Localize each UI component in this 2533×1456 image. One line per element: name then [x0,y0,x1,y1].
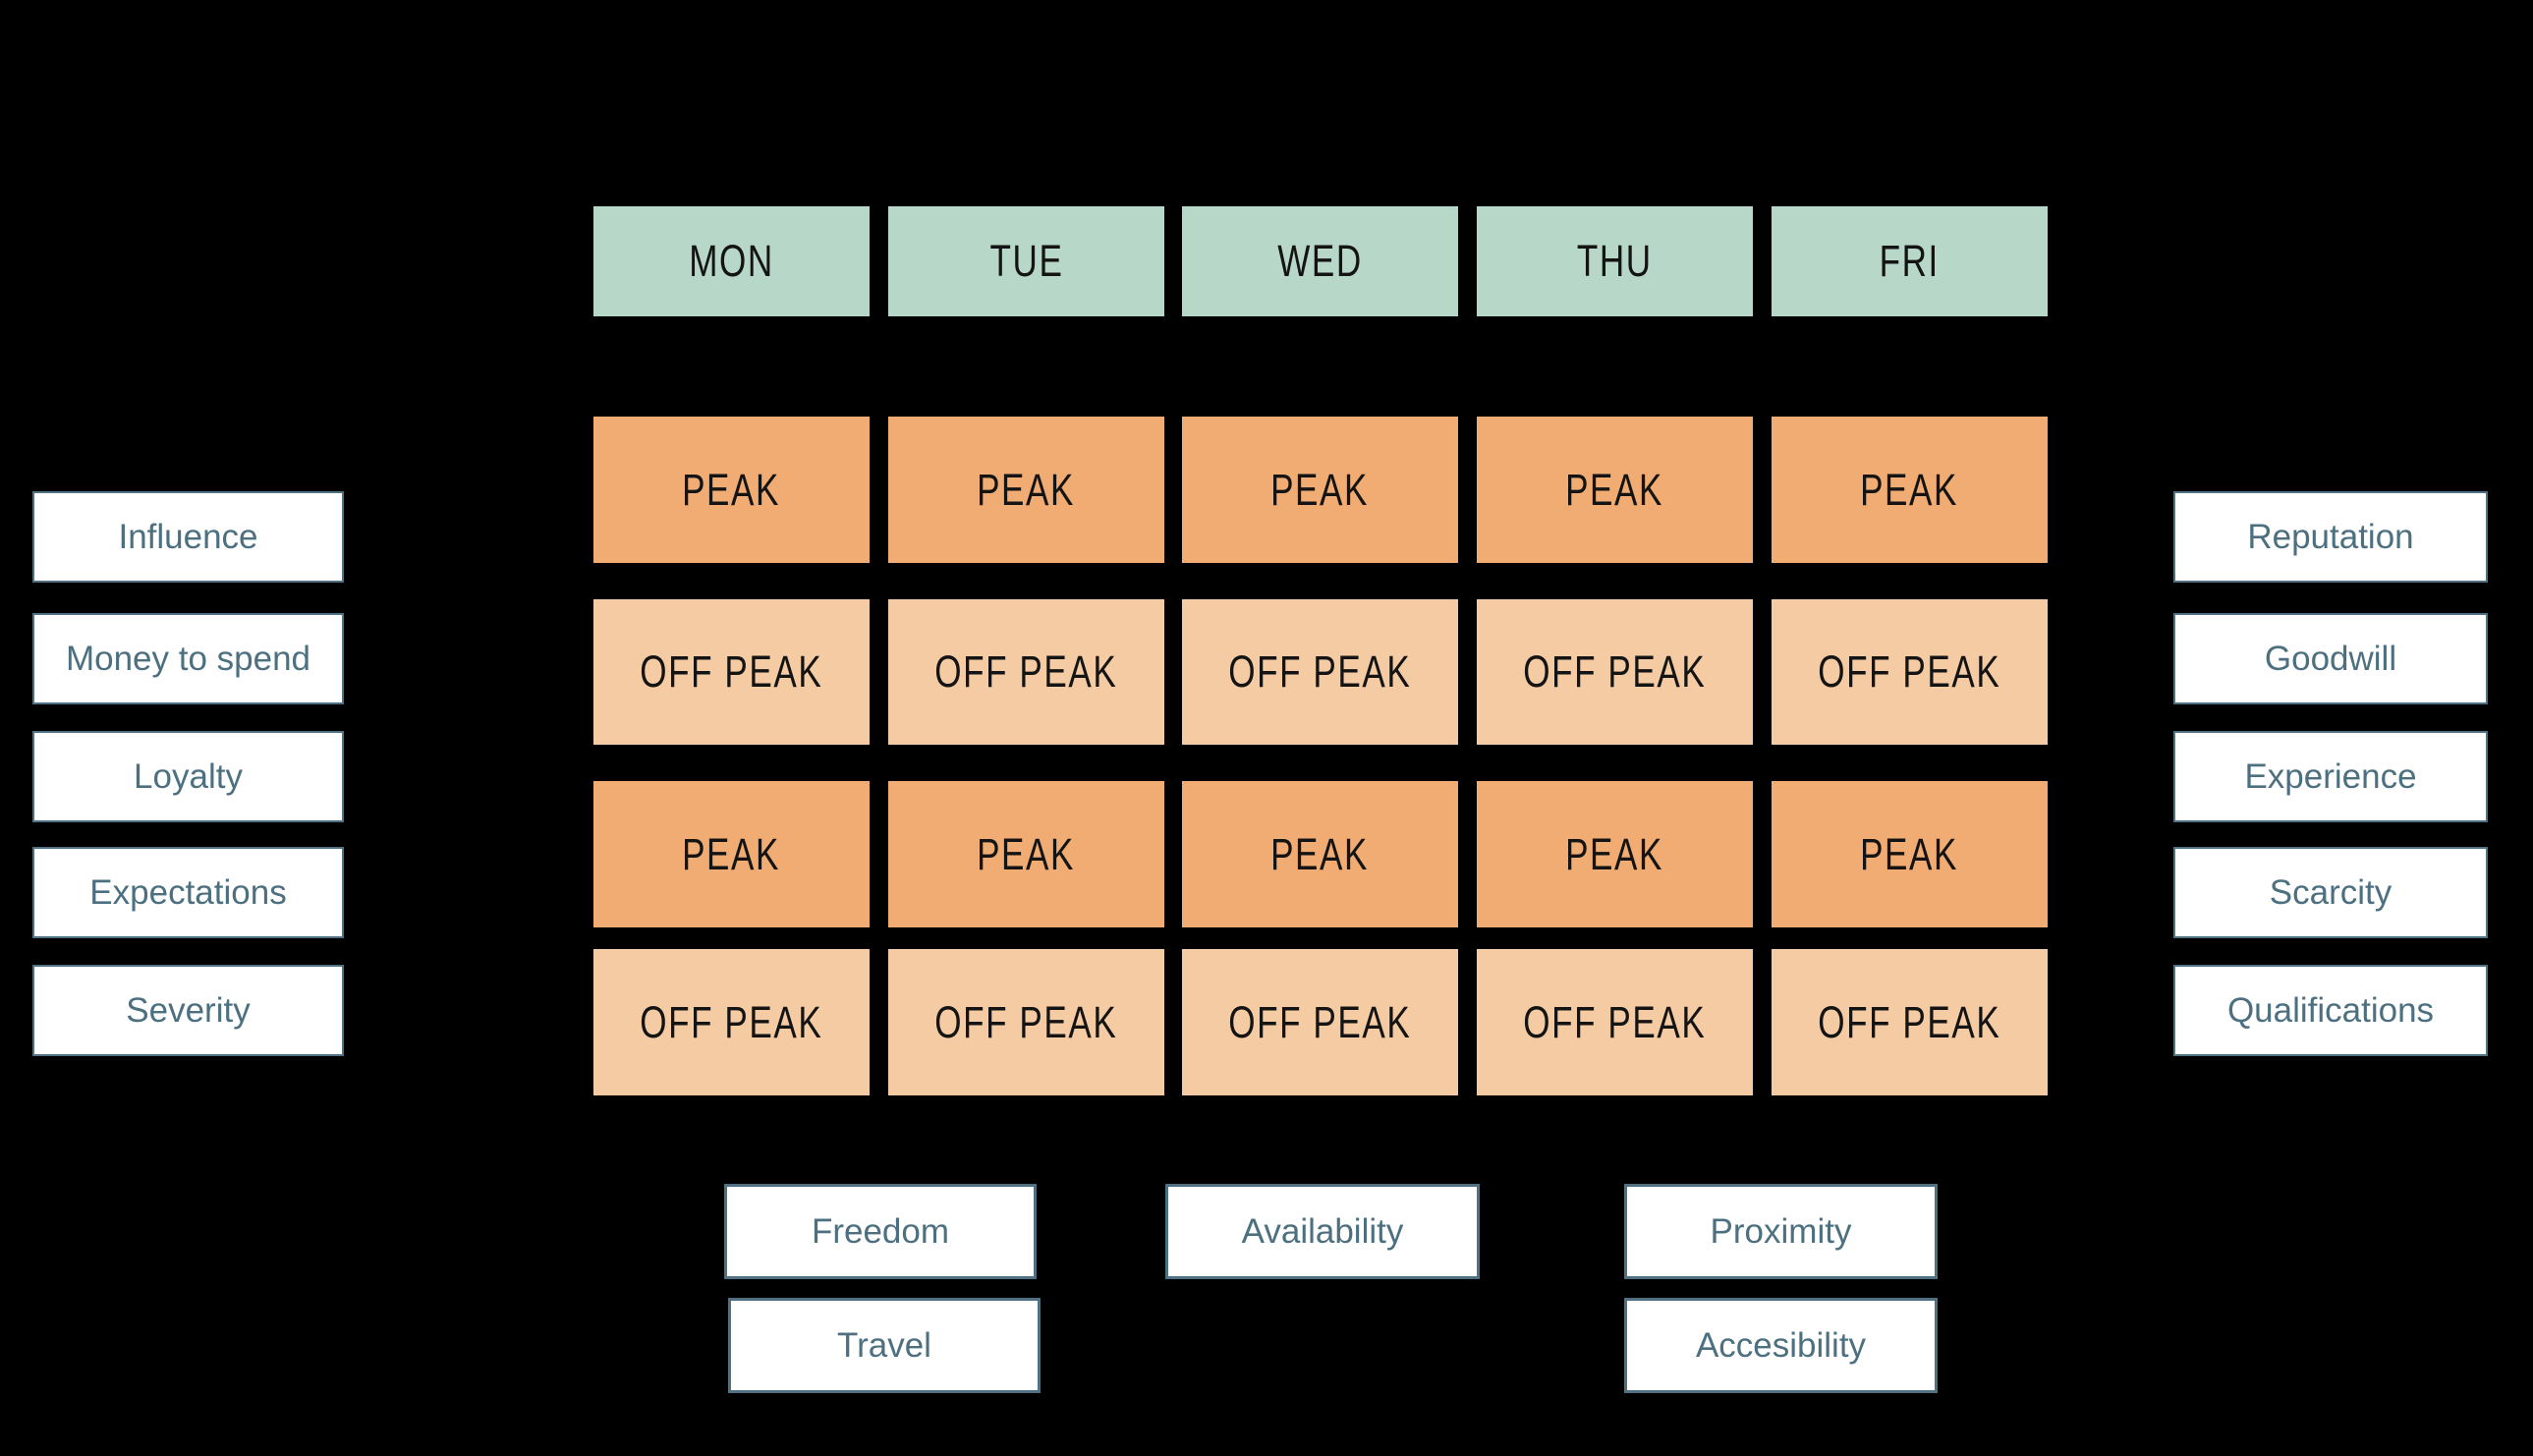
factor-label: Travel [837,1325,931,1365]
peak-cell-label: PEAK [977,464,1076,515]
factor-proximity: Proximity [1624,1184,1938,1279]
peak-cell: PEAK [593,781,870,927]
peak-cell-label: PEAK [1270,464,1370,515]
off-peak-cell-label: OFF PEAK [640,646,823,697]
day-header-label: TUE [989,236,1063,286]
factor-experience: Experience [2173,731,2488,822]
factor-freedom: Freedom [724,1184,1037,1279]
off-peak-cell: OFF PEAK [1772,949,2048,1095]
off-peak-cell: OFF PEAK [888,599,1164,745]
peak-cell-label: PEAK [682,464,781,515]
peak-cell: PEAK [1477,417,1753,563]
off-peak-cell: OFF PEAK [1477,949,1753,1095]
off-peak-cell: OFF PEAK [1477,599,1753,745]
day-header-thu: THU [1477,206,1753,316]
off-peak-cell-label: OFF PEAK [1228,646,1412,697]
day-header-label: MON [689,236,774,286]
factor-label: Expectations [89,872,287,912]
day-header-label: FRI [1879,236,1941,286]
day-header-label: WED [1277,236,1363,286]
factor-label: Goodwill [2264,639,2397,678]
off-peak-cell-label: OFF PEAK [1818,646,2001,697]
off-peak-cell: OFF PEAK [1182,949,1458,1095]
factor-label: Scarcity [2269,872,2392,912]
factor-label: Reputation [2247,517,2414,556]
factor-label: Money to spend [65,639,311,678]
peak-cell: PEAK [1772,781,2048,927]
peak-cell: PEAK [1477,781,1753,927]
off-peak-cell-label: OFF PEAK [1523,996,1707,1047]
factor-label: Loyalty [134,756,243,796]
peak-cell: PEAK [888,781,1164,927]
off-peak-cell: OFF PEAK [593,599,870,745]
peak-cell-label: PEAK [977,828,1076,879]
day-header-mon: MON [593,206,870,316]
factor-influence: Influence [32,491,344,583]
factor-availability: Availability [1165,1184,1480,1279]
factor-label: Freedom [811,1211,950,1251]
off-peak-cell: OFF PEAK [593,949,870,1095]
day-header-tue: TUE [888,206,1164,316]
factor-label: Experience [2244,756,2417,796]
off-peak-cell: OFF PEAK [1772,599,2048,745]
peak-cell-label: PEAK [682,828,781,879]
off-peak-cell-label: OFF PEAK [1818,996,2001,1047]
factor-label: Influence [118,517,258,556]
factor-accesibility: Accesibility [1624,1298,1938,1393]
peak-cell-label: PEAK [1860,464,1959,515]
off-peak-cell-label: OFF PEAK [1523,646,1707,697]
off-peak-cell-label: OFF PEAK [640,996,823,1047]
peak-cell-label: PEAK [1270,828,1370,879]
peak-cell: PEAK [1182,417,1458,563]
factor-label: Proximity [1710,1211,1852,1251]
peak-cell: PEAK [1772,417,2048,563]
peak-cell-label: PEAK [1860,828,1959,879]
peak-cell: PEAK [888,417,1164,563]
day-header-fri: FRI [1772,206,2048,316]
factor-qualifications: Qualifications [2173,965,2488,1056]
off-peak-cell-label: OFF PEAK [934,646,1118,697]
off-peak-cell: OFF PEAK [1182,599,1458,745]
factor-money-to-spend: Money to spend [32,613,344,704]
off-peak-cell-label: OFF PEAK [934,996,1118,1047]
factor-label: Accesibility [1695,1325,1867,1365]
factor-loyalty: Loyalty [32,731,344,822]
factor-expectations: Expectations [32,847,344,938]
factor-severity: Severity [32,965,344,1056]
factor-label: Severity [126,990,251,1030]
off-peak-cell-label: OFF PEAK [1228,996,1412,1047]
peak-cell: PEAK [593,417,870,563]
day-header-label: THU [1577,236,1653,286]
off-peak-cell: OFF PEAK [888,949,1164,1095]
factor-label: Availability [1241,1211,1404,1251]
factor-scarcity: Scarcity [2173,847,2488,938]
peak-cell-label: PEAK [1565,464,1664,515]
factor-goodwill: Goodwill [2173,613,2488,704]
factor-label: Qualifications [2226,990,2435,1030]
day-header-wed: WED [1182,206,1458,316]
peak-cell-label: PEAK [1565,828,1664,879]
factor-reputation: Reputation [2173,491,2488,583]
peak-cell: PEAK [1182,781,1458,927]
factor-travel: Travel [728,1298,1041,1393]
